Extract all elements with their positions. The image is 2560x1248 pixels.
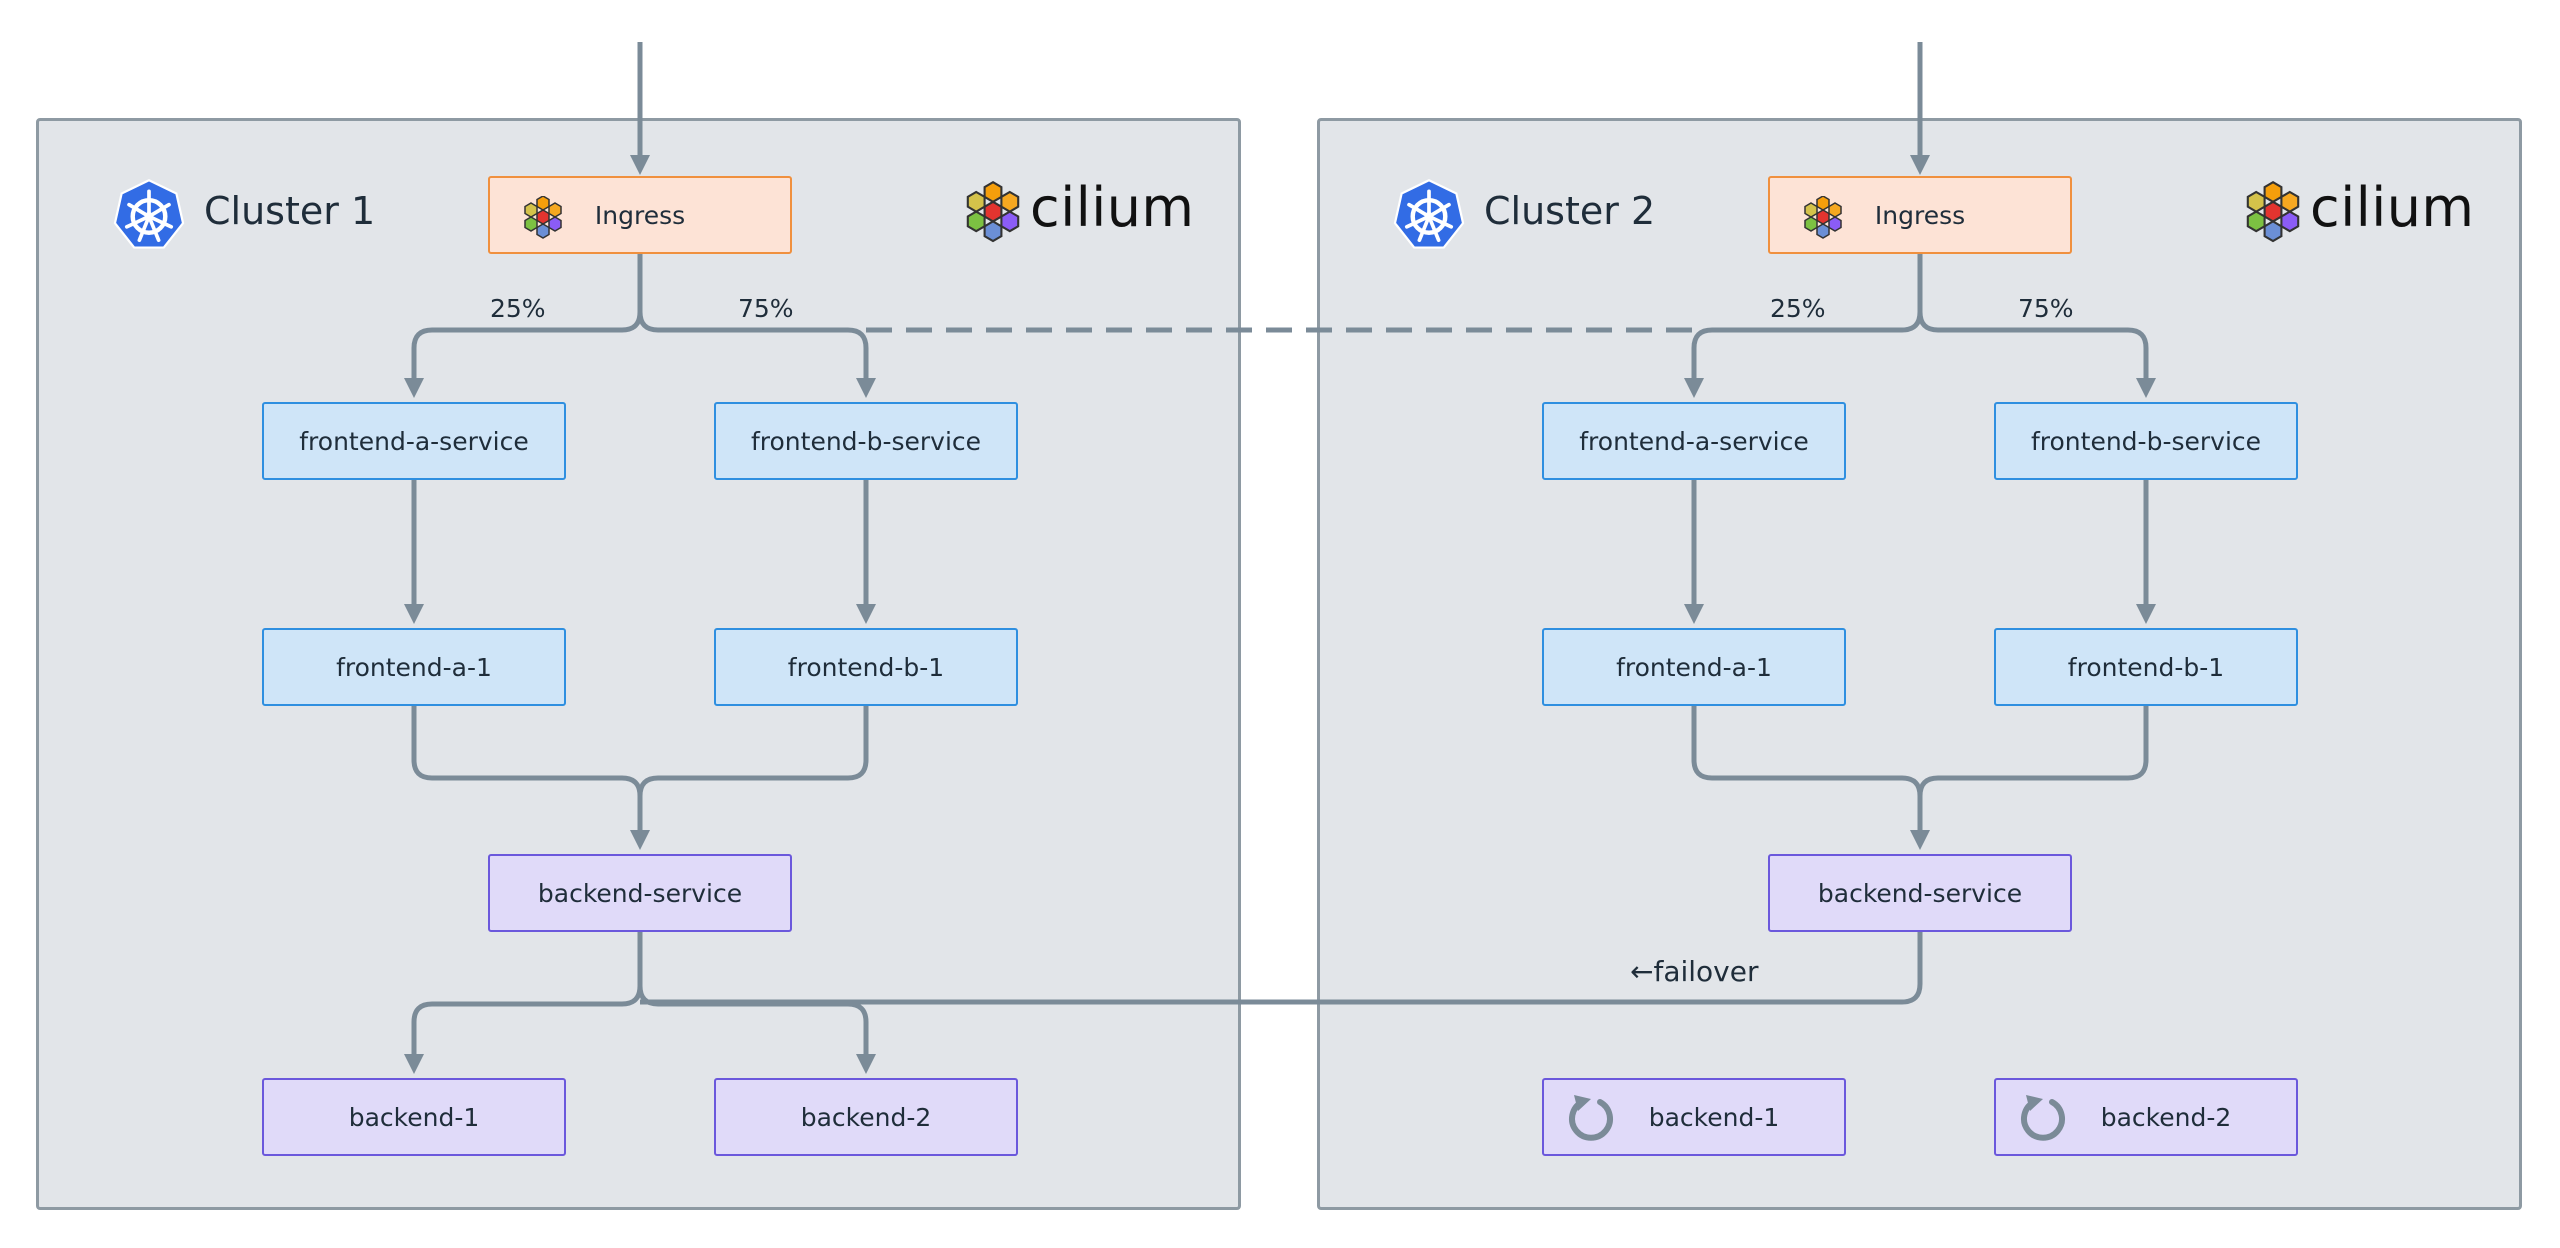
cluster-1-title: Cluster 1	[204, 189, 376, 233]
failover-label: ←failover	[1630, 955, 1759, 988]
cluster-2-frontend-b-pod[interactable]: frontend-b-1	[1994, 628, 2298, 706]
cluster-1-backend-service[interactable]: backend-service	[488, 854, 792, 932]
cluster-1-frontend-b-service[interactable]: frontend-b-service	[714, 402, 1018, 480]
cluster-2-frontend-b-service[interactable]: frontend-b-service	[1994, 402, 2298, 480]
cluster-2-ingress[interactable]: Ingress	[1768, 176, 2072, 254]
cluster-2-backend-service[interactable]: backend-service	[1768, 854, 2072, 932]
cluster-2-backend-1-label: backend-1	[1648, 1102, 1780, 1132]
cilium-hexagon-icon	[2246, 180, 2300, 243]
kubernetes-helm-icon	[113, 178, 185, 249]
cluster-2-frontend-a-service[interactable]: frontend-a-service	[1542, 402, 1846, 480]
cluster-1-split-left-label: 25%	[490, 294, 546, 323]
cluster-1-split-right-label: 75%	[738, 294, 794, 323]
failover-line	[640, 932, 1923, 1005]
c2-ingress-split-right	[1917, 254, 2156, 398]
cluster-1-backend-2[interactable]: backend-2	[714, 1078, 1018, 1156]
restart-icon	[1569, 1095, 1613, 1141]
cilium-hexagon-icon	[524, 196, 562, 239]
cluster-2-brand: cilium	[2310, 176, 2475, 239]
cluster-2-split-right-label: 75%	[2018, 294, 2074, 323]
cluster-1-frontend-a-pod[interactable]: frontend-a-1	[262, 628, 566, 706]
cluster-1-ingress-label: Ingress	[594, 200, 686, 230]
cilium-hexagon-icon	[1804, 196, 1842, 239]
cluster-1-backend-1[interactable]: backend-1	[262, 1078, 566, 1156]
cluster-2-backend-2[interactable]: backend-2	[1994, 1078, 2298, 1156]
c1-backend-split-right	[637, 932, 876, 1074]
kubernetes-helm-icon	[1393, 178, 1465, 249]
restart-icon	[2021, 1095, 2065, 1141]
cluster-1-frontend-a-service[interactable]: frontend-a-service	[262, 402, 566, 480]
c1-ingress-split-right	[637, 254, 876, 398]
cluster-2-backend-2-label: backend-2	[2100, 1102, 2232, 1132]
c1-backend-split-left	[404, 932, 643, 1074]
cluster-2-split-left-label: 25%	[1770, 294, 1826, 323]
cluster-1-ingress[interactable]: Ingress	[488, 176, 792, 254]
cluster-2-frontend-a-pod[interactable]: frontend-a-1	[1542, 628, 1846, 706]
cluster-2-title: Cluster 2	[1484, 189, 1656, 233]
c1-fb-pod-to-backend	[637, 706, 869, 840]
cilium-hexagon-icon	[966, 180, 1020, 243]
c1-fa-pod-to-backend	[411, 706, 650, 850]
c2-fa-pod-to-backend	[1691, 706, 1930, 850]
c2-fb-pod-to-backend	[1917, 706, 2149, 840]
cluster-1-frontend-b-pod[interactable]: frontend-b-1	[714, 628, 1018, 706]
cluster-2-backend-1[interactable]: backend-1	[1542, 1078, 1846, 1156]
cluster-2-ingress-label: Ingress	[1874, 200, 1966, 230]
cluster-1-brand: cilium	[1030, 176, 1195, 239]
